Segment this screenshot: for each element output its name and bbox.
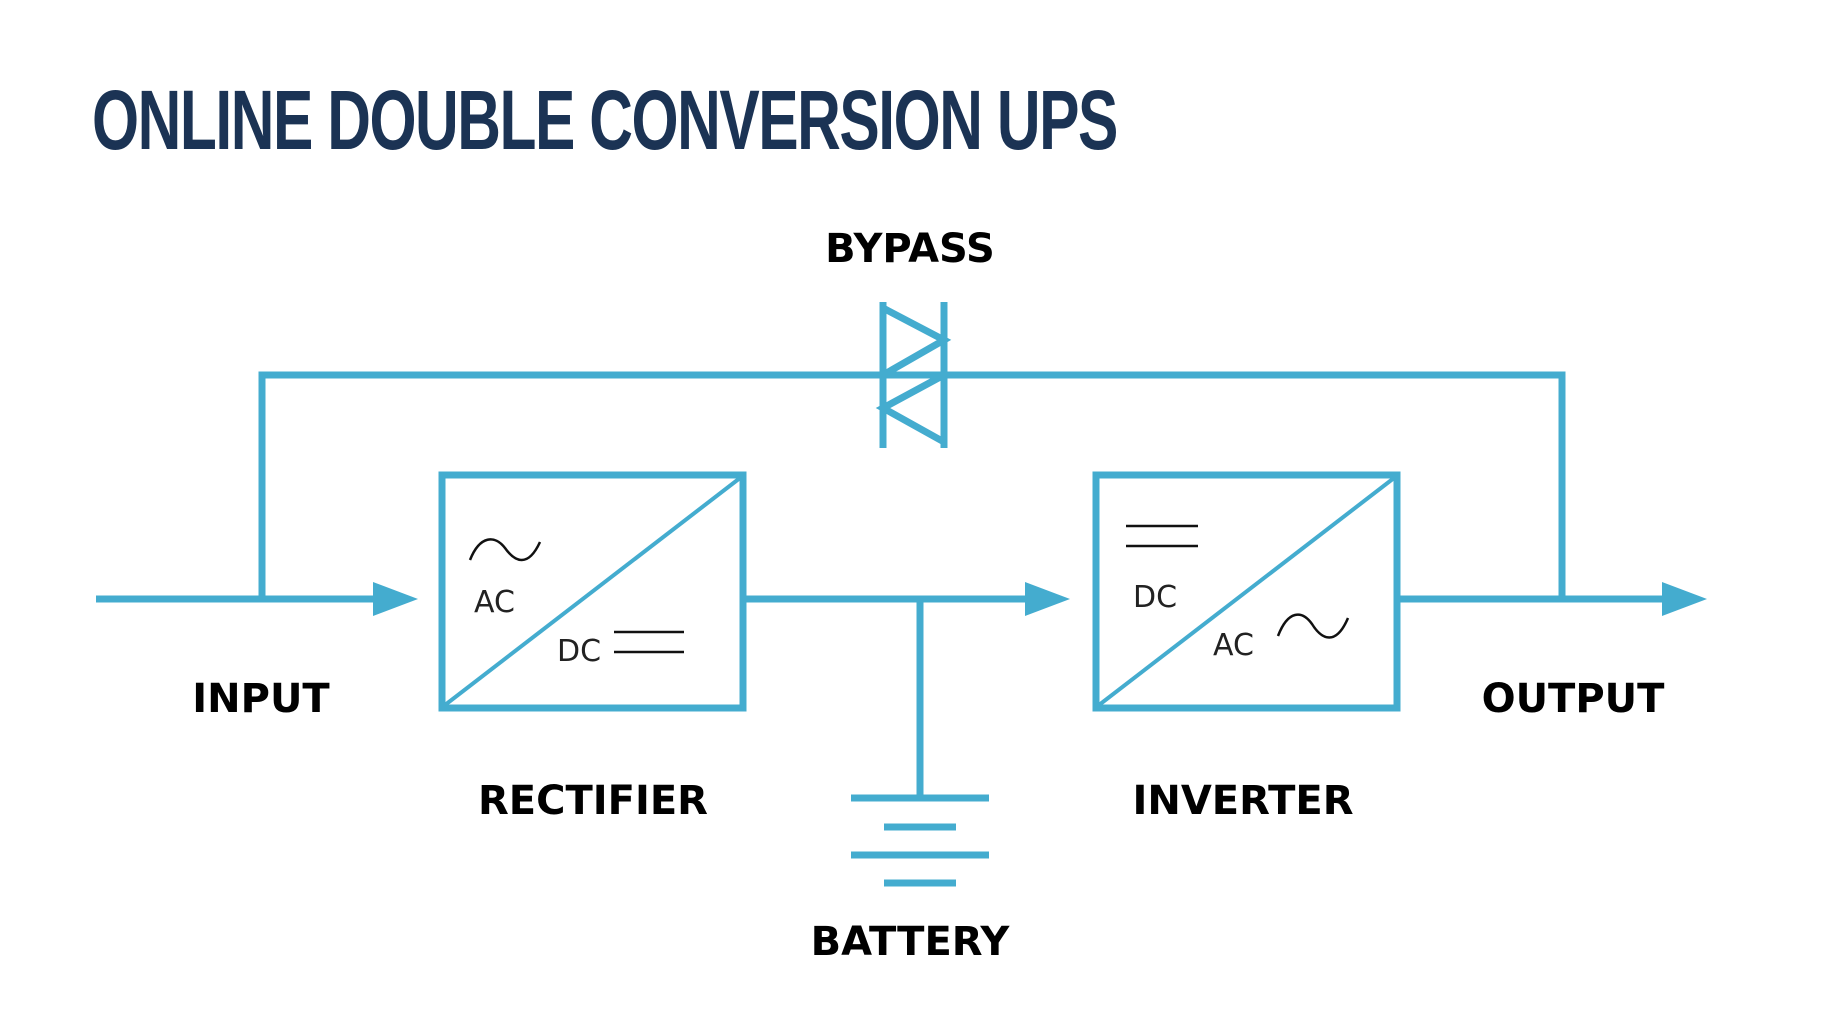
inverter-diagonal	[1097, 476, 1396, 707]
battery-label: BATTERY	[811, 919, 1011, 965]
rectifier-box	[438, 471, 747, 712]
rectifier-ac-label: AC	[474, 585, 515, 620]
inverter-ac-label: AC	[1213, 628, 1254, 663]
sine-wave-icon	[468, 538, 542, 562]
bypass-line	[258, 371, 1566, 599]
arrow-output-icon	[1662, 582, 1707, 616]
rectifier-dc-label: DC	[557, 634, 601, 669]
arrow-to-inverter-icon	[1025, 582, 1070, 616]
inverter-dc-label: DC	[1133, 580, 1177, 615]
arrow-to-rectifier-icon	[373, 582, 418, 616]
input-label: INPUT	[192, 676, 330, 722]
sine-wave-icon	[1276, 613, 1350, 639]
bypass-label: BYPASS	[825, 226, 995, 272]
output-label: OUTPUT	[1482, 676, 1666, 722]
battery-icon	[851, 794, 989, 887]
inverter-box	[1092, 471, 1401, 712]
static-switch-icon	[875, 302, 952, 448]
dc-lines-icon	[614, 630, 684, 654]
dc-lines-icon	[1126, 524, 1198, 548]
rectifier-label: RECTIFIER	[478, 778, 708, 824]
page-title: ONLINE DOUBLE CONVERSION UPS	[92, 73, 1118, 167]
inverter-label: INVERTER	[1132, 778, 1353, 824]
rectifier-diagonal	[443, 476, 742, 707]
